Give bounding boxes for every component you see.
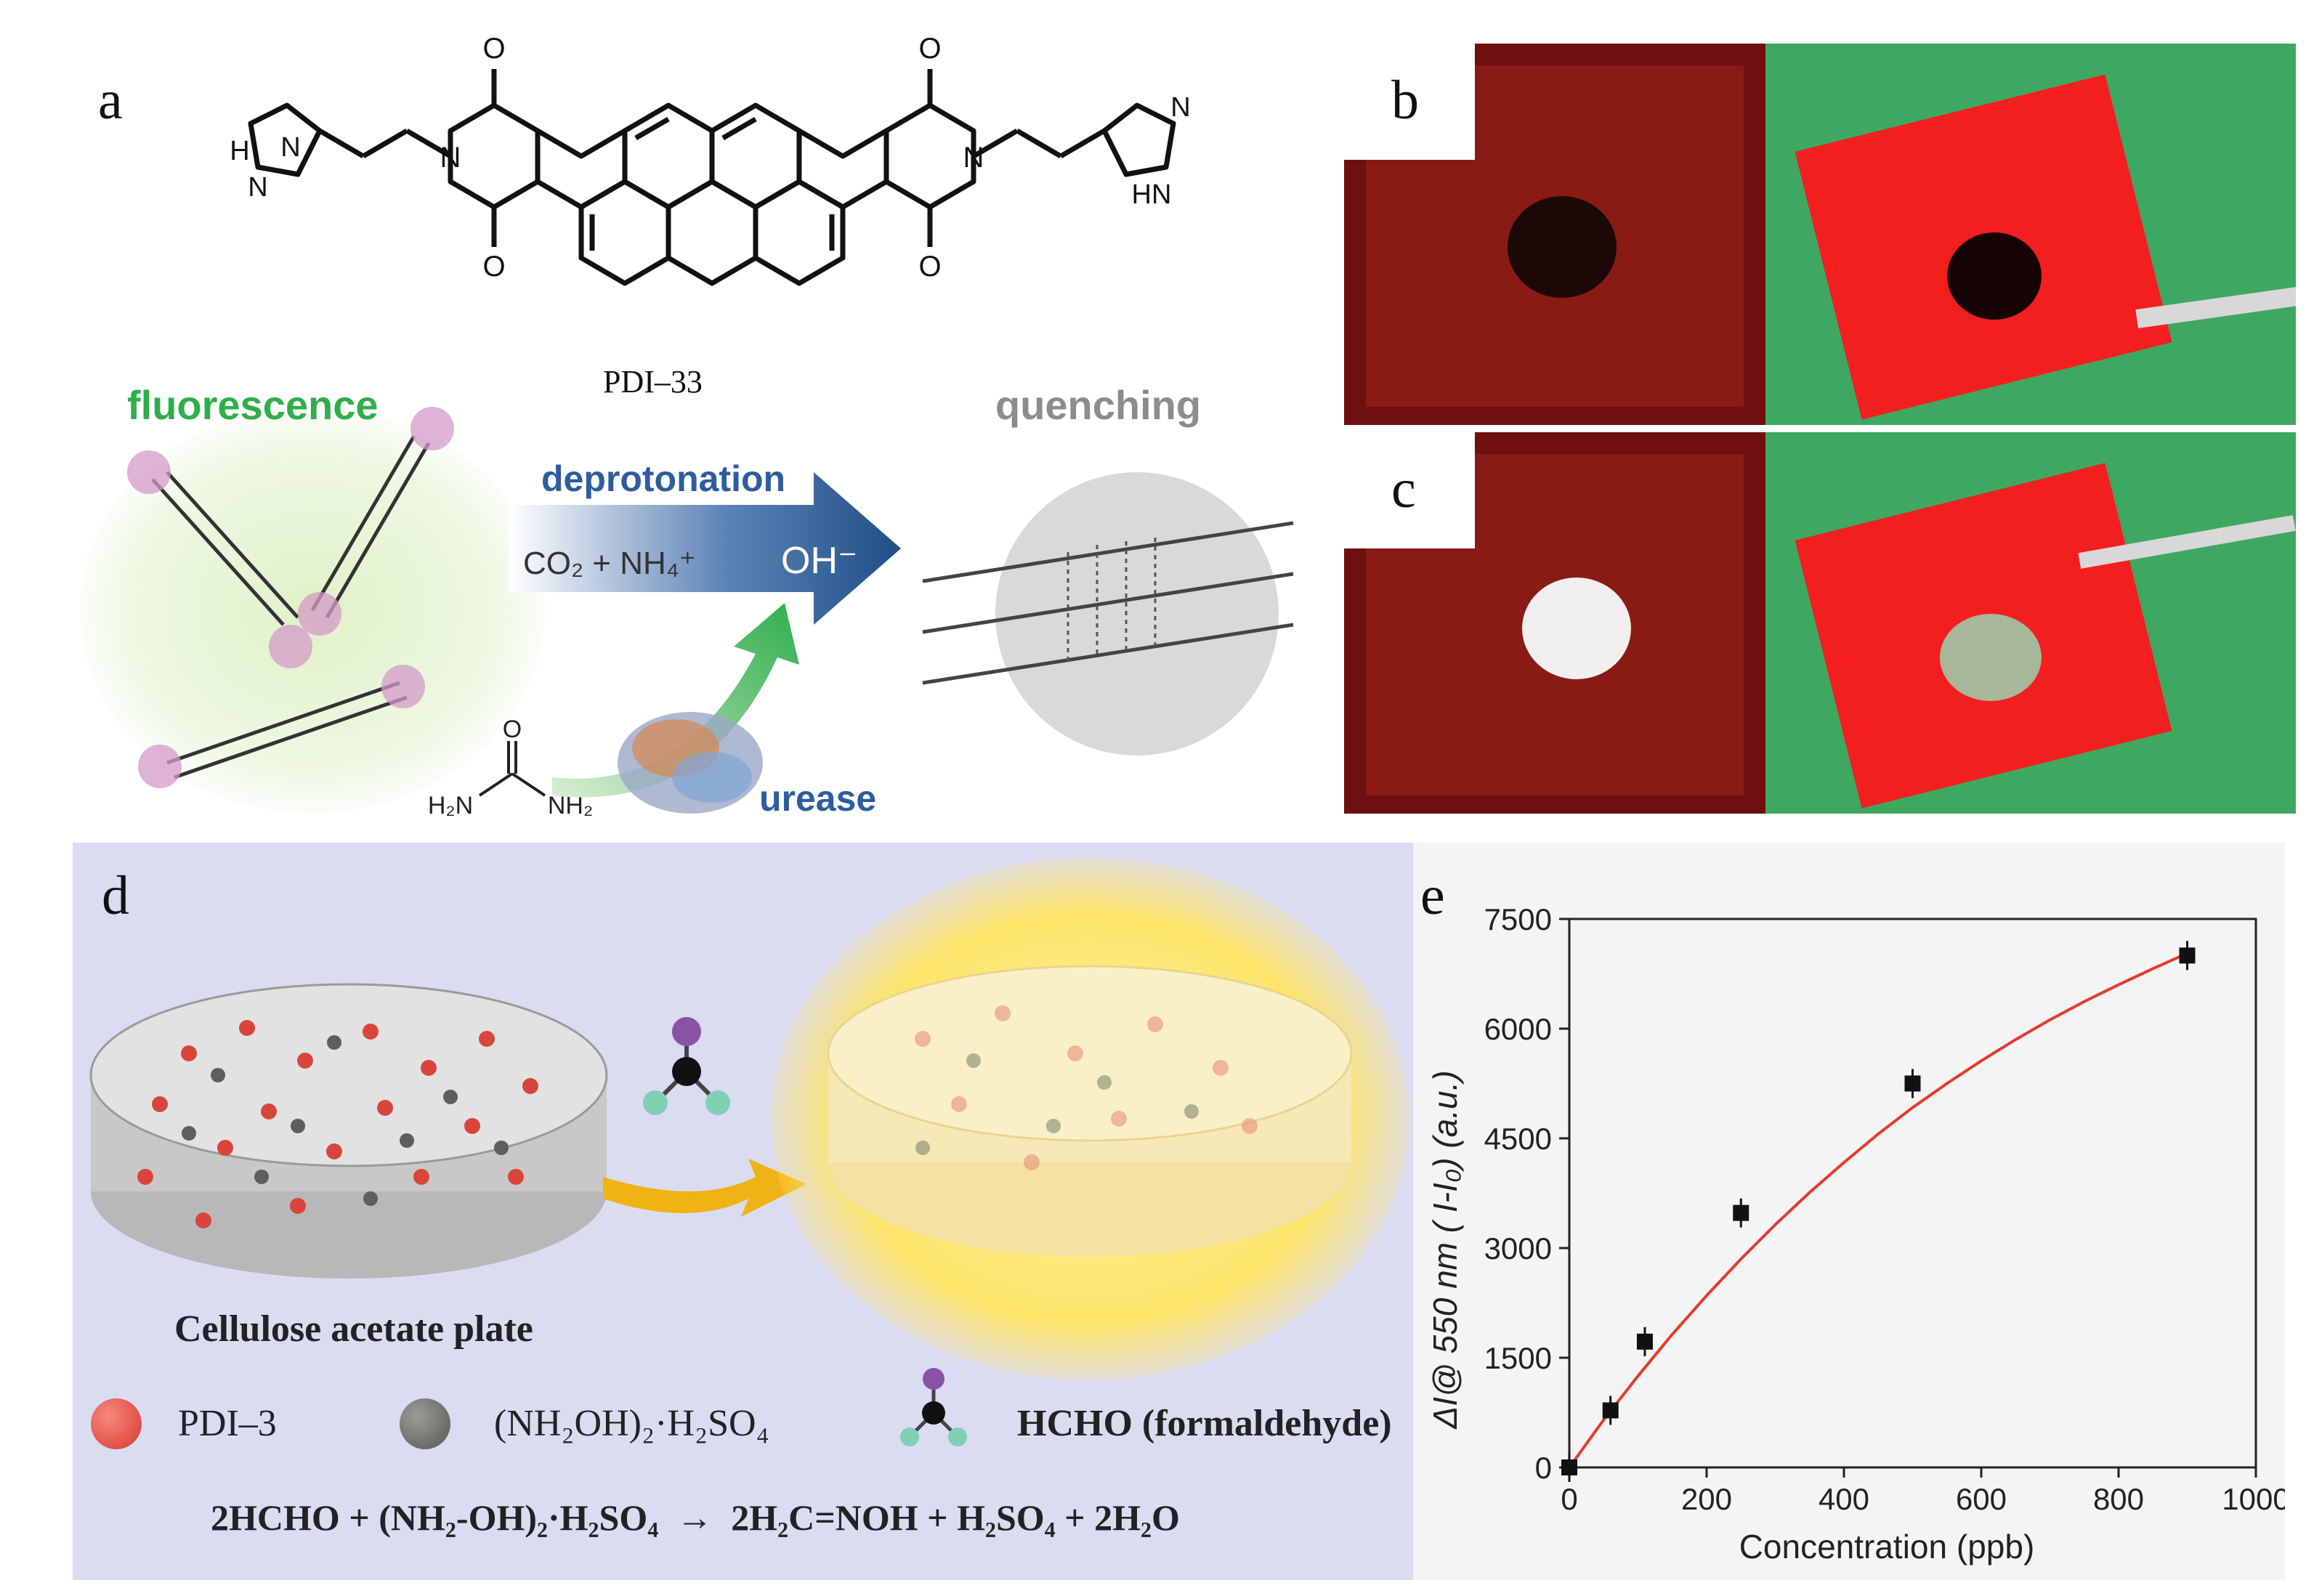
urease-label: urease xyxy=(759,778,877,819)
fit-curve-group xyxy=(1568,952,2188,1469)
atom-o-4: O xyxy=(918,251,941,283)
chart-axes: 0 200 400 600 800 1000 0 1500 3000 4500 6000 7500 xyxy=(1484,902,2285,1516)
cellulose-plate-after xyxy=(827,965,1353,1257)
legend-formaldehyde-label: HCHO (formaldehyde) xyxy=(1017,1403,1392,1444)
atom-o-3: O xyxy=(918,33,941,65)
data-point xyxy=(1904,1075,1921,1092)
panel-e-background xyxy=(1413,843,2285,1580)
panel-a-label: a xyxy=(98,70,123,131)
y-tick-label: 4500 xyxy=(1484,1122,1552,1156)
panel-b-label: b xyxy=(1391,70,1419,131)
molecule-name: PDI–33 xyxy=(603,364,703,400)
transformation-arrow xyxy=(603,1159,806,1217)
pdi-33-structure: O O O O N N N H N N HN xyxy=(230,33,1191,286)
atom-n-4: N xyxy=(248,172,267,203)
x-tick-label: 800 xyxy=(2093,1482,2144,1516)
x-tick-label: 600 xyxy=(1956,1482,2007,1516)
reaction-reagents: CO₂ + NH₄⁺ xyxy=(523,546,696,581)
panel-b-label-box xyxy=(1344,44,1475,160)
pdi-aggregate-free xyxy=(127,407,454,788)
legend-hydroxylamine-label: (NH₂OH)₂·H₂SO₄ xyxy=(494,1403,769,1444)
legend-pdi-label: PDI–3 xyxy=(178,1403,277,1444)
y-tick-label: 0 xyxy=(1535,1451,1552,1485)
atom-h-1: H xyxy=(230,136,249,166)
panel-d-label: d xyxy=(102,865,129,926)
legend-formaldehyde-icon xyxy=(900,1368,967,1446)
photo-c-right xyxy=(1765,432,2296,814)
data-points-group xyxy=(1561,941,2196,1482)
x-tick-label: 400 xyxy=(1819,1482,1869,1516)
plate-caption: Cellulose acetate plate xyxy=(174,1308,533,1350)
atom-n-3: N xyxy=(280,132,300,163)
reaction-equation: 2HCHO + (NH₂-OH)₂·H₂SO₄ → 2H₂C=NOH + H₂S… xyxy=(211,1497,1180,1538)
plot-frame xyxy=(1568,918,2257,1469)
deprotonation-arrow xyxy=(509,472,901,625)
legend-hydroxylamine-dot xyxy=(400,1398,450,1449)
data-point xyxy=(1636,1333,1653,1350)
pdi-aggregate-stacked xyxy=(922,521,1294,685)
fluorescence-label: fluorescence xyxy=(127,382,379,428)
deprotonation-label: deprotonation xyxy=(541,458,786,499)
legend-pdi-dot xyxy=(91,1398,142,1449)
urea-o: O xyxy=(503,719,522,743)
data-point xyxy=(2179,947,2196,964)
data-point xyxy=(1561,1459,1577,1475)
y-tick-label: 3000 xyxy=(1484,1231,1552,1265)
calibration-chart: 0 200 400 600 800 1000 0 1500 3000 4500 6000 7500 C… xyxy=(1426,902,2285,1565)
formaldehyde-molecule xyxy=(643,1017,730,1115)
data-point xyxy=(1733,1204,1749,1221)
x-tick-label: 1000 xyxy=(2222,1482,2285,1516)
x-tick-label: 0 xyxy=(1561,1482,1577,1516)
atom-n-1: N xyxy=(440,142,461,174)
urea-h2n: H₂N xyxy=(428,792,473,819)
y-tick-label: 6000 xyxy=(1484,1012,1552,1046)
atom-n-2: N xyxy=(963,142,984,174)
atom-o-1: O xyxy=(482,33,505,65)
cellulose-plate-before xyxy=(89,983,608,1279)
atom-o-2: O xyxy=(482,251,505,283)
urea-structure: O H₂N NH₂ xyxy=(428,719,593,819)
panel-c-label-box xyxy=(1344,432,1475,548)
x-axis-label: Concentration (ppb) xyxy=(1739,1528,2035,1565)
data-point xyxy=(1602,1402,1619,1419)
fit-curve xyxy=(1568,952,2188,1469)
panel-c-label: c xyxy=(1391,458,1416,519)
y-tick-label: 1500 xyxy=(1484,1341,1552,1375)
photo-b-right xyxy=(1765,44,2296,425)
quenching-label: quenching xyxy=(995,382,1202,428)
x-tick-label: 200 xyxy=(1681,1482,1732,1516)
y-axis-label: ΔI@ 550 nm ( I-I₀) (a.u.) xyxy=(1426,1070,1464,1429)
atom-n-5: N xyxy=(1170,92,1190,123)
hydroxide-label: OH⁻ xyxy=(781,540,858,582)
urease-enzyme-arrow xyxy=(552,603,799,814)
y-tick-label: 7500 xyxy=(1484,902,1552,936)
panel-e-label: e xyxy=(1420,865,1445,926)
atom-hn: HN xyxy=(1132,179,1172,210)
